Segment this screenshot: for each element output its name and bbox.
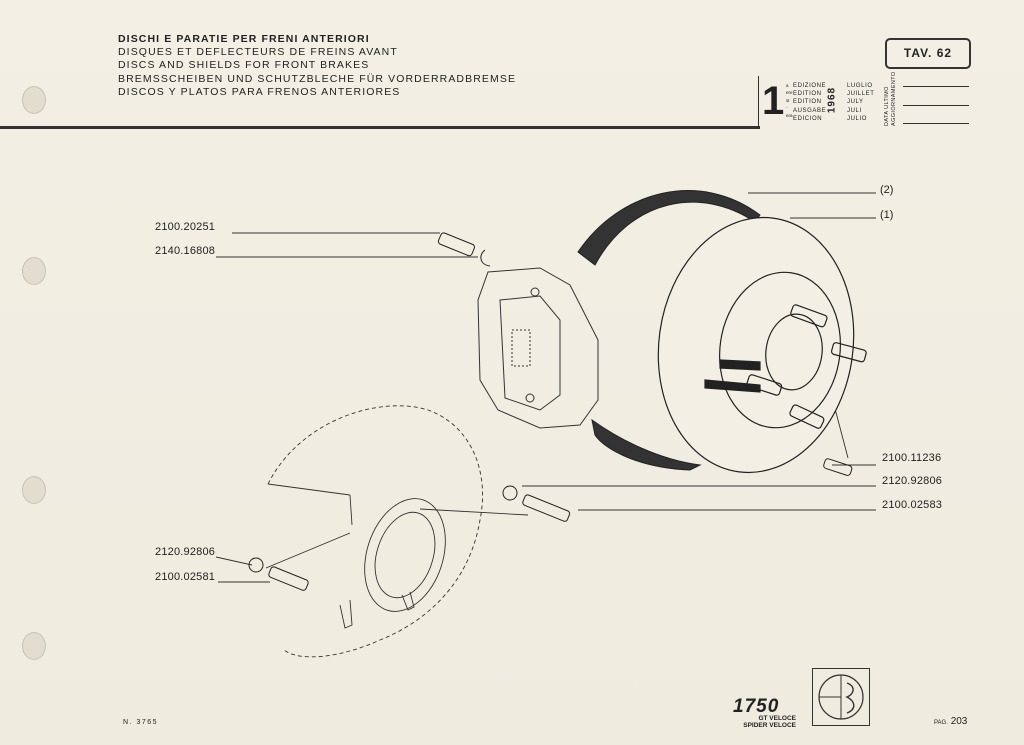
title-spanish: DISCOS Y PLATOS PARA FRENOS ANTERIORES bbox=[118, 85, 401, 98]
edition-month: JULI bbox=[847, 107, 862, 114]
ordinal: era bbox=[786, 112, 793, 118]
edition-label: EDICION bbox=[793, 115, 823, 122]
edition-month: JULY bbox=[847, 99, 864, 106]
nut-icon bbox=[502, 485, 518, 501]
binder-hole bbox=[22, 257, 46, 285]
dust-shield bbox=[267, 405, 483, 658]
part-number-label: 2140.16808 bbox=[155, 245, 216, 257]
small-parts bbox=[248, 232, 853, 591]
ordinal: - bbox=[786, 105, 788, 111]
header-rule bbox=[0, 126, 760, 129]
edition-label: EDITION bbox=[793, 91, 822, 98]
ordinal: a bbox=[786, 83, 789, 88]
title-italian: DISCHI E PARATIE PER FRENI ANTERIORI bbox=[118, 33, 370, 45]
binder-hole bbox=[22, 632, 46, 660]
edition-month: LUGLIO bbox=[847, 83, 873, 89]
edition-box: 1 a ere st - era EDIZIONE EDITION EDITIO… bbox=[758, 76, 885, 128]
part-number-label: 2100.20251 bbox=[155, 221, 216, 233]
edition-labels: EDIZIONE EDITION EDITION AUSGABE EDICION bbox=[793, 82, 826, 123]
page-titles: DISCHI E PARATIE PER FRENI ANTERIORI DIS… bbox=[118, 33, 516, 99]
leader-line bbox=[215, 556, 253, 566]
binder-hole bbox=[22, 86, 46, 114]
page-label: PAG. bbox=[934, 720, 948, 726]
part-number-label: 2120.92806 bbox=[155, 546, 216, 558]
lock-washer-icon bbox=[480, 249, 491, 267]
ordinal: ere bbox=[786, 90, 793, 96]
page-value: 203 bbox=[950, 716, 968, 727]
edition-number: 1 bbox=[762, 79, 785, 123]
reference-label: (2) bbox=[880, 184, 894, 196]
brake-caliper bbox=[477, 267, 599, 429]
document-number: N. 3765 bbox=[123, 719, 159, 726]
part-number-label: 2120.92806 bbox=[882, 475, 943, 487]
title-english: DISCS AND SHIELDS FOR FRONT BRAKES bbox=[118, 59, 370, 72]
binder-hole bbox=[22, 476, 46, 504]
bolt-icon bbox=[522, 494, 571, 522]
brake-disc bbox=[657, 216, 867, 474]
leader-line bbox=[419, 508, 529, 516]
page-number: PAG. 203 bbox=[934, 716, 967, 727]
edition-label: EDITION bbox=[793, 99, 822, 106]
model-variant: GT VELOCE bbox=[758, 715, 796, 722]
model-variant: SPIDER VELOCE bbox=[743, 722, 796, 729]
screw-icon bbox=[823, 458, 853, 476]
leader-line bbox=[265, 532, 351, 569]
title-french: DISQUES ET DEFLECTEURS DE FREINS AVANT bbox=[118, 46, 398, 59]
part-number-label: 2100.11236 bbox=[882, 452, 942, 464]
table-number: TAV. 62 bbox=[885, 38, 971, 69]
edition-months: LUGLIO JUILLET JULY JULI JULIO bbox=[847, 82, 875, 123]
update-line bbox=[903, 123, 969, 124]
alfa-romeo-badge-icon bbox=[812, 668, 870, 726]
reference-label: (1) bbox=[880, 209, 894, 221]
update-line bbox=[903, 86, 969, 87]
edition-label: EDIZIONE bbox=[793, 83, 827, 89]
part-number-label: 2100.02583 bbox=[882, 499, 943, 511]
ordinal: st bbox=[786, 97, 790, 103]
edition-month: JUILLET bbox=[847, 91, 875, 98]
edition-ordinals: a ere st - era bbox=[786, 82, 793, 119]
model-logo: 1750 bbox=[733, 696, 780, 717]
bolt-icon bbox=[437, 232, 475, 257]
edition-month: JULIO bbox=[847, 115, 868, 122]
title-german: BREMSSCHEIBEN UND SCHUTZBLECHE FÜR VORDE… bbox=[118, 72, 517, 85]
update-line bbox=[903, 105, 969, 106]
edition-label: AUSGABE bbox=[793, 107, 827, 114]
part-number-label: 2100.02581 bbox=[155, 571, 216, 583]
bolt-icon bbox=[268, 566, 309, 591]
nut-icon bbox=[248, 557, 264, 573]
